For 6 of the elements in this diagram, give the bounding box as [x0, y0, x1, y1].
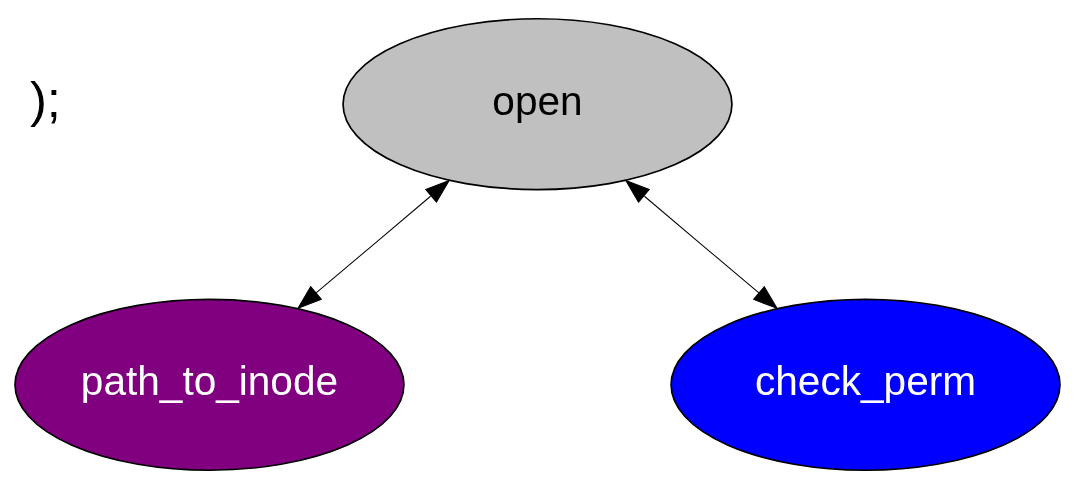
label: ); — [29, 70, 61, 128]
arrow — [624, 179, 779, 310]
arrow — [296, 179, 451, 310]
node-ellipse: open — [342, 17, 733, 191]
node-ellipse: path_to_inode — [14, 298, 405, 472]
node-ellipse: check_perm — [670, 298, 1061, 472]
